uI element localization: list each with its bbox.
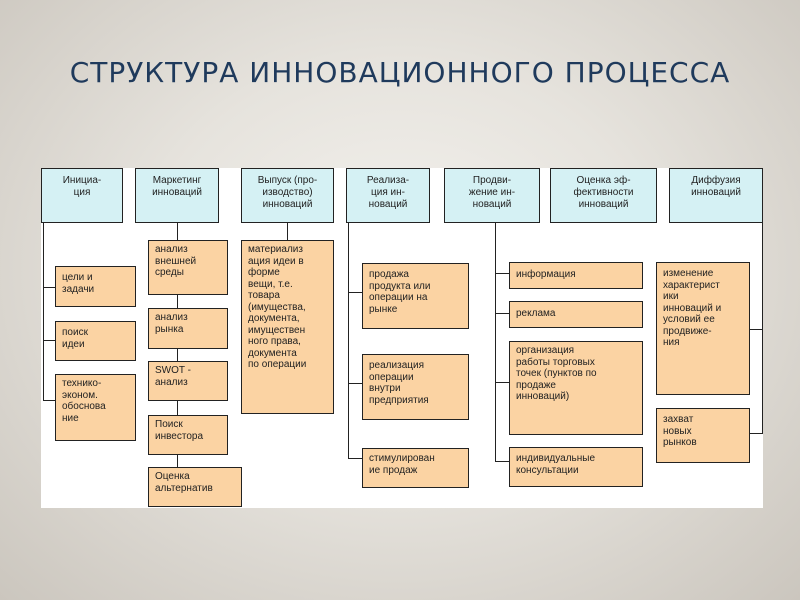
header-promotion: Продви- жение ин- новаций [444, 168, 540, 223]
connector-line [750, 433, 762, 434]
connector-line [348, 292, 362, 293]
slide-title: СТРУКТУРА ИННОВАЦИОННОГО ПРОЦЕССА [69, 56, 731, 89]
box-feasibility: технико- эконом. обоснова ние [55, 374, 136, 441]
box-idea-search: поиск идеи [55, 321, 136, 361]
connector-line [495, 461, 509, 462]
box-individual-consultations: индивидуальные консультации [509, 447, 643, 487]
header-marketing: Маркетинг инноваций [135, 168, 219, 223]
box-characteristics-change: изменение характерист ики инноваций и ус… [656, 262, 750, 395]
connector-line [177, 349, 178, 361]
box-new-markets: захват новых рынков [656, 408, 750, 463]
connector-line [348, 458, 362, 459]
box-internal-realization: реализация операции внутри предприятия [362, 354, 469, 420]
box-trade-points: организация работы торговых точек (пункт… [509, 341, 643, 435]
box-goals-tasks: цели и задачи [55, 266, 136, 307]
connector-line [750, 329, 762, 330]
box-product-sale: продажа продукта или операции на рынке [362, 263, 469, 329]
connector-line [43, 223, 44, 401]
box-advertising: реклама [509, 301, 643, 328]
box-materialization: материализ ация идеи в форме вещи, т.е. … [241, 240, 334, 414]
header-initiation: Инициа- ция [41, 168, 123, 223]
connector-line [287, 223, 288, 240]
header-realization: Реализа- ция ин- новаций [346, 168, 430, 223]
box-sales-promotion: стимулирован ие продаж [362, 448, 469, 488]
connector-line [348, 223, 349, 458]
connector-line [495, 273, 509, 274]
connector-line [762, 223, 763, 434]
box-alternatives: Оценка альтернатив [148, 467, 242, 507]
connector-line [348, 383, 362, 384]
box-investor-search: Поиск инвестора [148, 415, 228, 455]
connector-line [43, 287, 55, 288]
box-external-analysis: анализ внешней среды [148, 240, 228, 295]
header-diffusion: Диффузия инноваций [669, 168, 763, 223]
connector-line [43, 340, 55, 341]
connector-line [177, 295, 178, 308]
connector-line [177, 455, 178, 467]
box-swot: SWOT - анализ [148, 361, 228, 401]
box-information: информация [509, 262, 643, 289]
diagram-panel: Инициа- ция Маркетинг инноваций Выпуск (… [41, 168, 763, 508]
connector-line [177, 223, 178, 240]
connector-line [495, 382, 509, 383]
connector-line [177, 401, 178, 415]
connector-line [495, 313, 509, 314]
header-efficiency: Оценка эф- фективности инноваций [550, 168, 657, 223]
connector-line [495, 223, 496, 461]
connector-line [43, 400, 55, 401]
box-market-analysis: анализ рынка [148, 308, 228, 349]
header-production: Выпуск (про- изводство) инноваций [241, 168, 334, 223]
